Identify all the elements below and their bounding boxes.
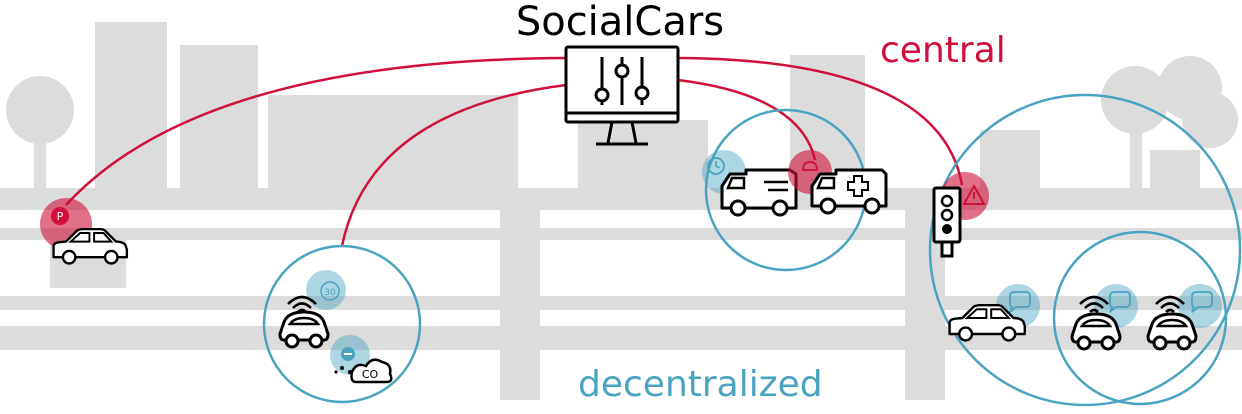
van-icon (720, 168, 798, 217)
label-decentralized: decentralized (578, 364, 823, 405)
ambulance-icon (810, 168, 888, 215)
monitor-sliders-icon (564, 45, 680, 146)
group-circle-right-outer (928, 93, 1242, 407)
label-central: central (880, 30, 1006, 71)
central-links (65, 56, 964, 247)
warning-icon (962, 183, 986, 205)
speed-limit-icon: 30 (324, 288, 336, 298)
chat-badge-pod-2 (1178, 284, 1222, 328)
traffic-light-icon (932, 186, 962, 258)
svg-text:CO: CO (362, 368, 379, 381)
siren-icon (802, 161, 818, 171)
parking-icon: P (57, 210, 64, 223)
group-circle-right-inner (1052, 230, 1228, 406)
speed-limit-badge: 30 (306, 270, 346, 310)
emission-badge: CO (330, 335, 393, 384)
diagram-title: SocialCars (516, 0, 724, 45)
cloud-icon (350, 358, 393, 384)
group-circle-left (262, 244, 422, 404)
clock-icon (707, 157, 725, 175)
